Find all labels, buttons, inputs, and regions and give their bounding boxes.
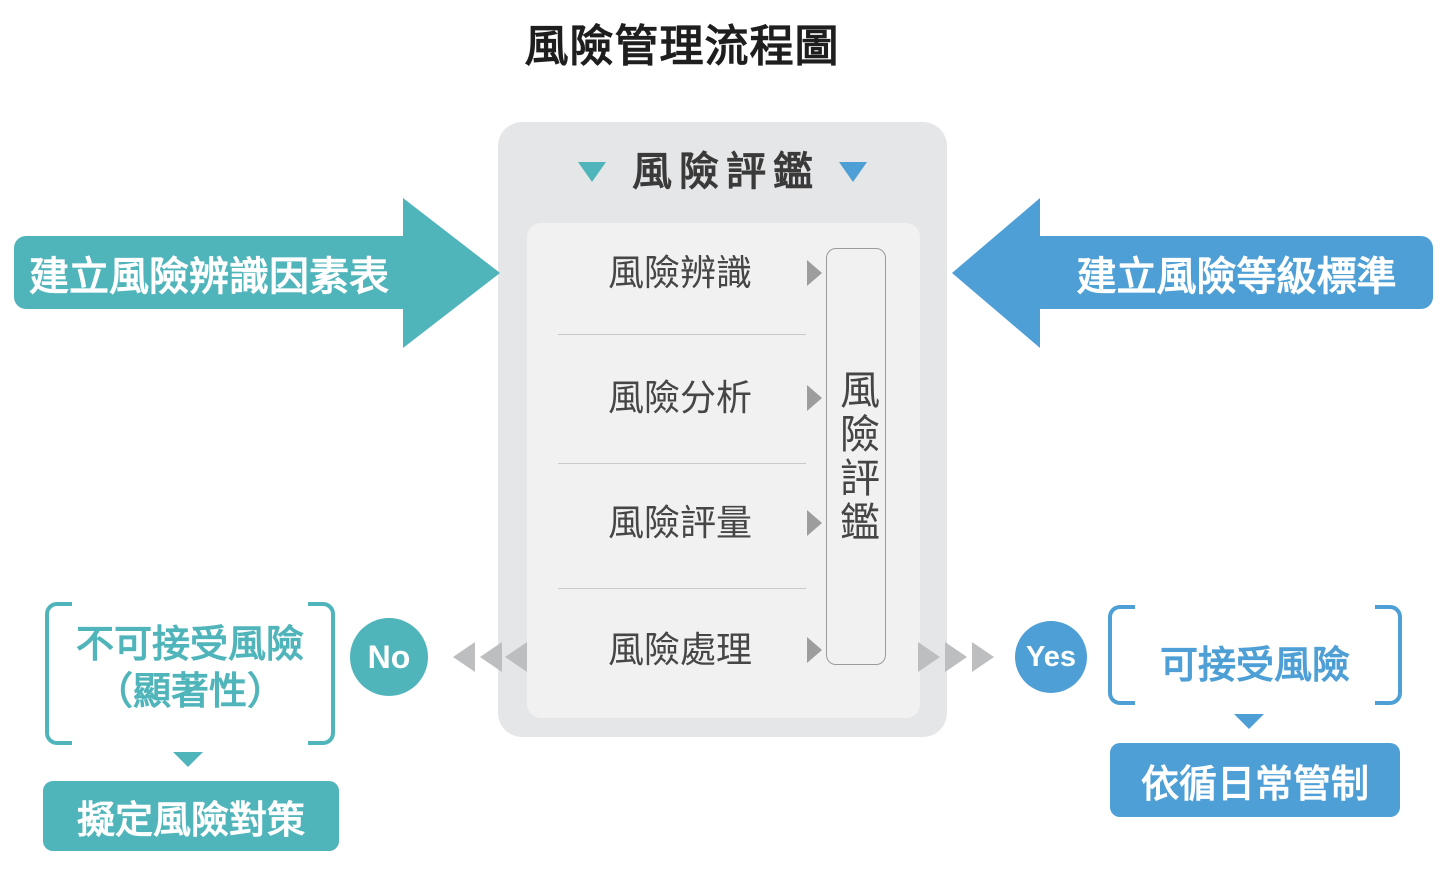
panel-header-label: 風險評鑑 — [632, 150, 820, 194]
arrow-right-icon — [807, 260, 822, 286]
left-input-arrow-label: 建立風險辨識因素表 — [29, 254, 389, 299]
no-badge: No — [350, 618, 428, 696]
chevron-left-icon — [505, 642, 527, 672]
chevron-right-icon — [918, 642, 940, 672]
right-input-arrow-head-icon — [952, 198, 1040, 348]
row-divider — [558, 463, 806, 464]
step-risk-treatment: 風險處理 — [607, 629, 752, 670]
left-input-arrow-head-icon — [403, 198, 500, 348]
row-divider — [558, 588, 806, 589]
open-bracket-icon — [1108, 605, 1135, 705]
chevron-left-icon — [453, 642, 475, 672]
panel-header: 風險評鑑 — [498, 146, 947, 198]
page-title: 風險管理流程圖 — [524, 22, 840, 71]
unacceptable-risk-line2: （顯著性） — [94, 671, 285, 713]
right-input-arrow-label: 建立風險等級標準 — [1076, 254, 1397, 299]
risk-countermeasure-box: 擬定風險對策 — [43, 781, 339, 851]
chevron-right-icon — [972, 642, 994, 672]
vertical-assessment-box: 風險評鑑 — [826, 248, 886, 665]
step-risk-evaluation: 風險評量 — [607, 502, 752, 543]
arrow-right-icon — [807, 385, 822, 411]
chevron-left-icon — [480, 642, 502, 672]
row-divider — [558, 334, 806, 335]
triangle-down-blue-icon — [839, 162, 867, 182]
close-bracket-icon — [1375, 605, 1402, 705]
acceptable-risk-label: 可接受風險 — [1159, 645, 1350, 687]
unacceptable-risk-line1: 不可接受風險 — [75, 624, 304, 666]
arrow-right-icon — [807, 510, 822, 536]
unacceptable-risk-label: 不可接受風險 （顯著性） — [60, 622, 320, 716]
risk-steps-inner-panel — [527, 223, 920, 718]
triangle-down-teal-icon — [173, 752, 203, 767]
close-bracket-icon — [308, 602, 335, 745]
triangle-down-teal-icon — [578, 162, 606, 182]
right-input-arrow: 建立風險等級標準 — [1040, 236, 1433, 309]
vertical-assessment-label: 風險評鑑 — [834, 368, 878, 545]
yes-badge: Yes — [1015, 621, 1087, 693]
daily-control-box: 依循日常管制 — [1110, 743, 1400, 817]
open-bracket-icon — [45, 602, 72, 745]
arrow-right-icon — [807, 637, 822, 663]
step-risk-identification: 風險辨識 — [607, 252, 752, 293]
left-input-arrow: 建立風險辨識因素表 — [14, 236, 404, 309]
step-risk-analysis: 風險分析 — [607, 377, 752, 418]
triangle-down-blue-icon — [1234, 714, 1264, 729]
chevron-right-icon — [945, 642, 967, 672]
